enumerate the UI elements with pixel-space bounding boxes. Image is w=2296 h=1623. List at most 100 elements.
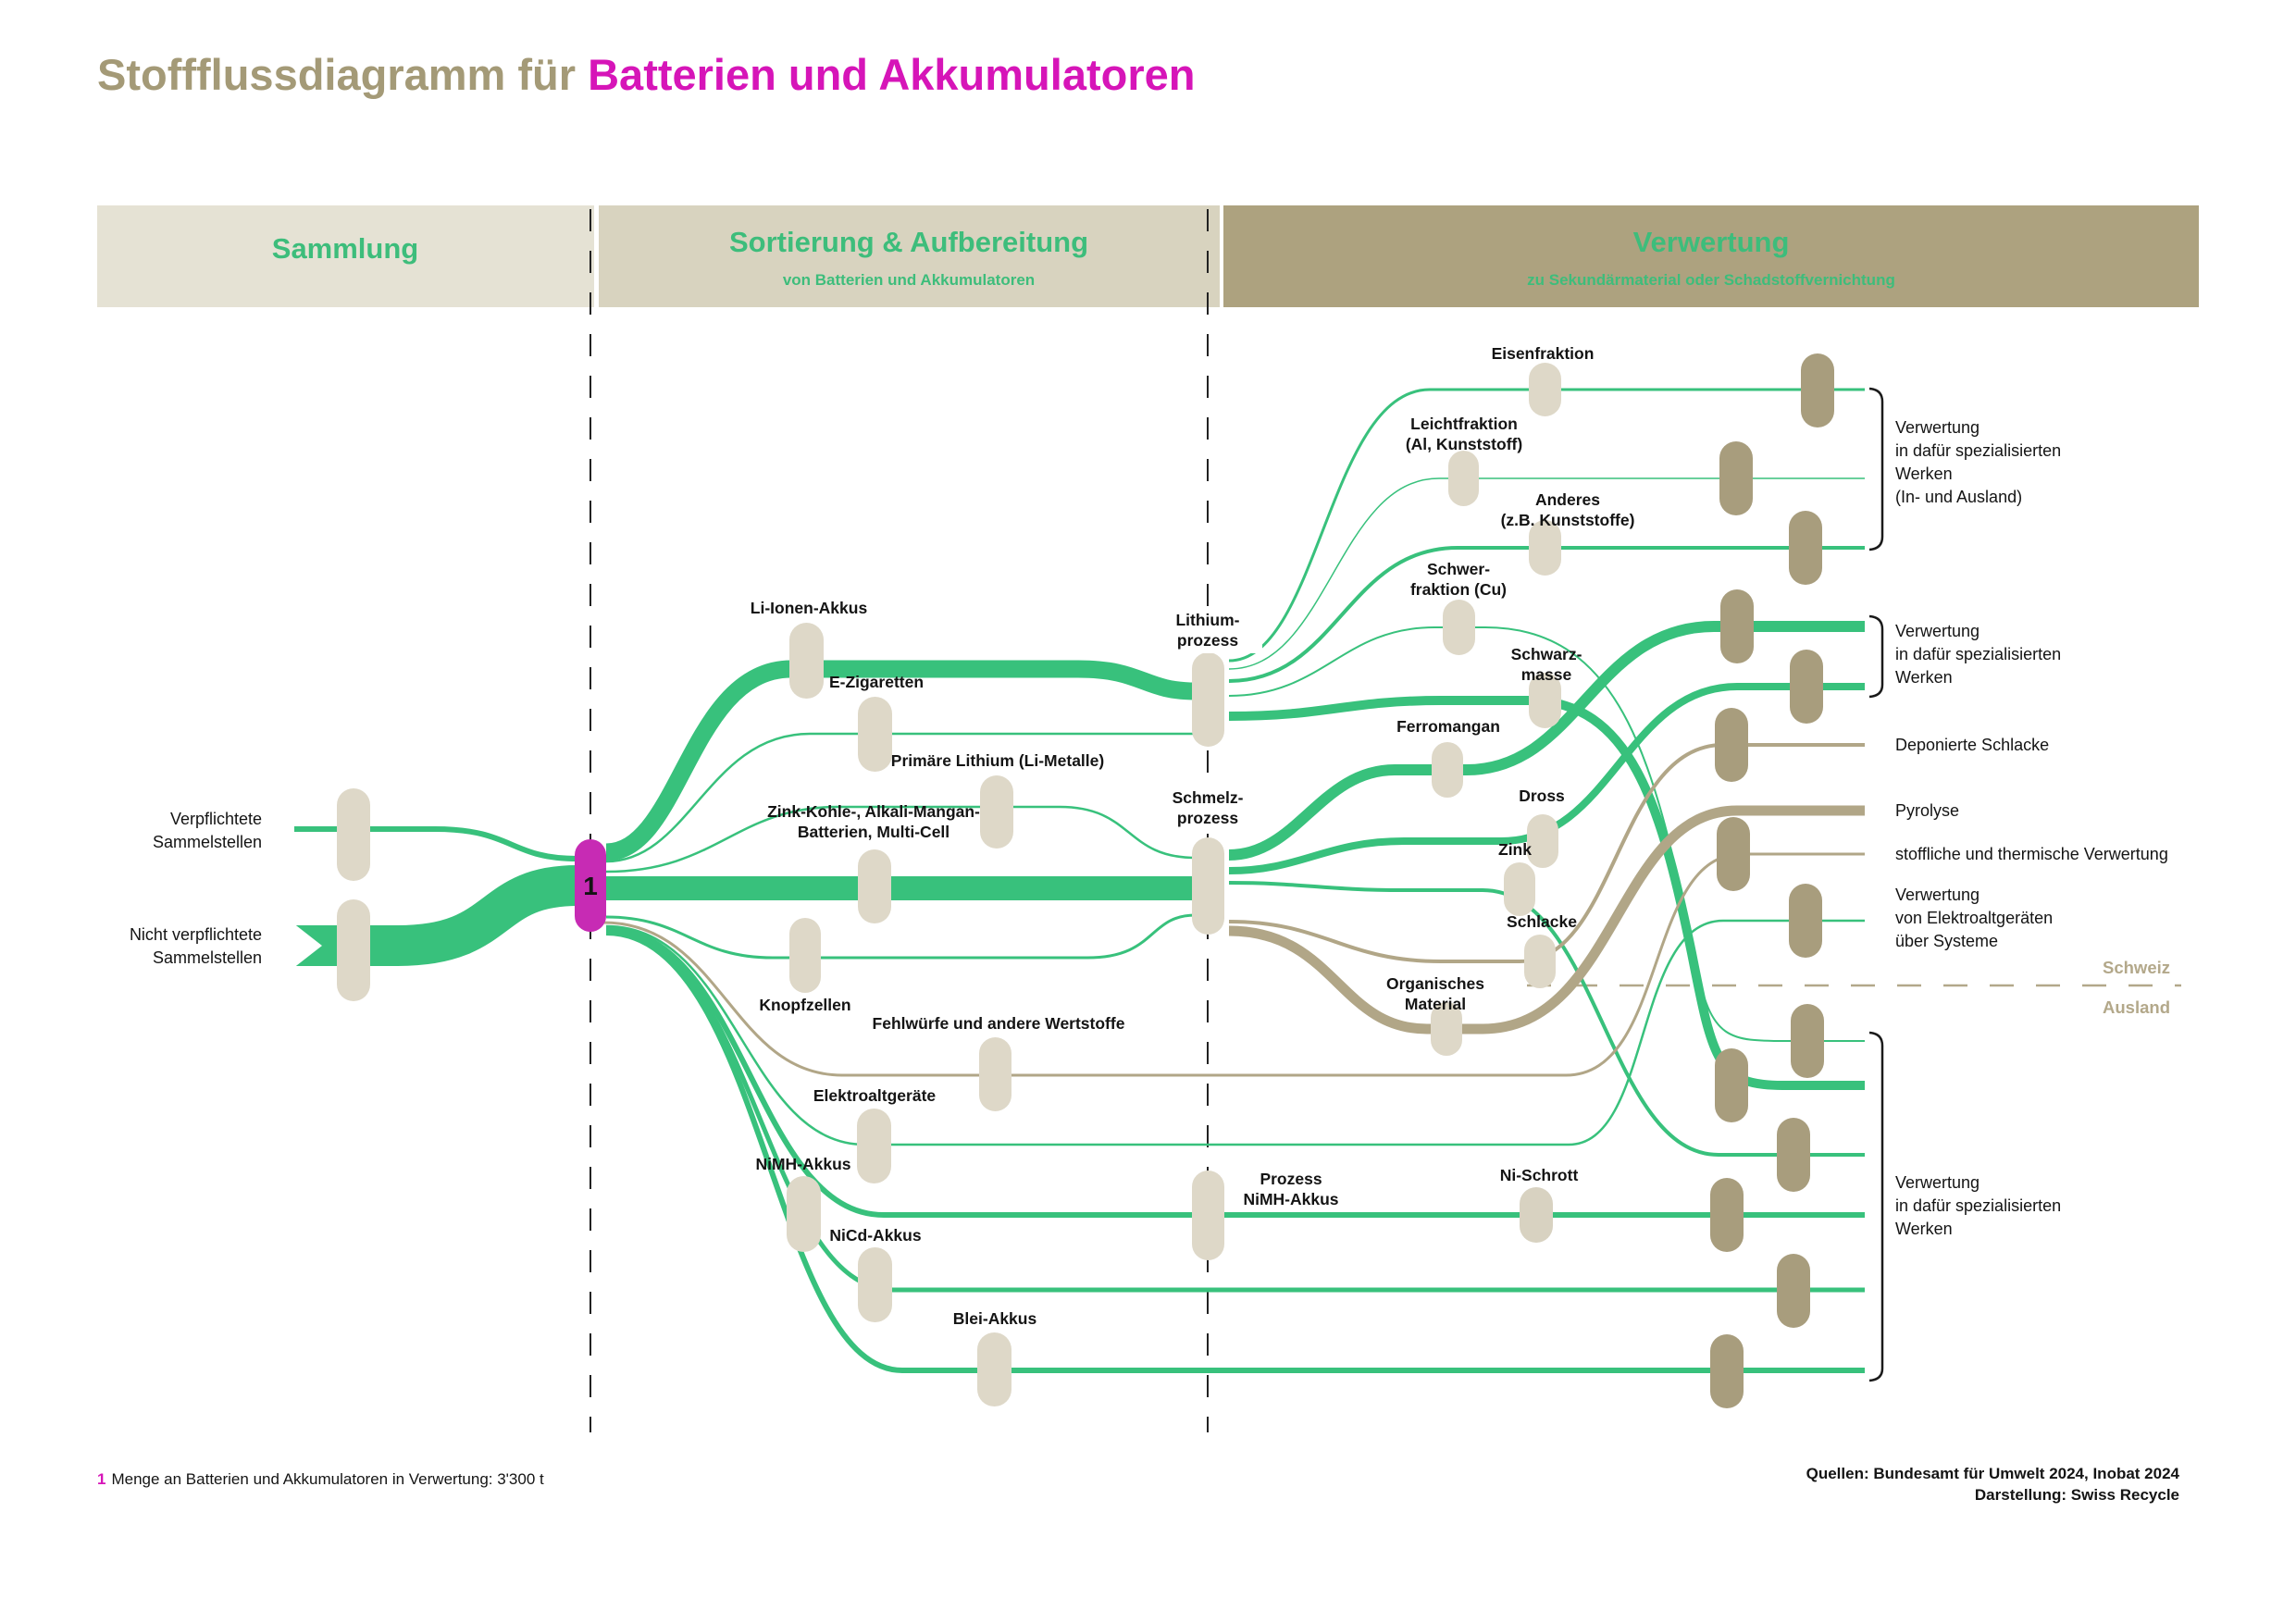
source-verpflichtete-line2: Sammelstellen (153, 833, 262, 851)
flow-ferromangan (1228, 621, 1865, 861)
end-node-nicd (1777, 1254, 1810, 1328)
credits-line2: Darstellung: Swiss Recycle (1975, 1486, 2179, 1504)
stage-title-verwertung: Verwertung (1633, 226, 1790, 258)
label-e-zigaretten: E-Zigaretten (829, 673, 924, 691)
output-werke-unten-line1: Verwertung (1895, 1173, 1980, 1192)
stage-dividers (590, 209, 1209, 1432)
label-dross: Dross (1519, 787, 1565, 805)
page-title: Stoffflussdiagramm für Batterien und Akk… (97, 50, 1195, 99)
end-node-eisenfraktion (1801, 353, 1834, 427)
label-ferromangan: Ferromangan (1396, 717, 1500, 736)
node-1-pill (575, 839, 606, 932)
flow-nicht-verpflichtete (294, 865, 578, 966)
output-deponierte-schlacke: Deponierte Schlacke (1895, 736, 2049, 754)
node-anderes-pill (1529, 520, 1561, 576)
end-node-leichtfraktion (1719, 441, 1753, 515)
label-fehlwuerfe: Fehlwürfe und andere Wertstoffe (873, 1014, 1125, 1033)
node-schwerfraktion-pill (1443, 600, 1475, 655)
end-node-elektroaltgeraete (1789, 884, 1822, 958)
label-schwarzmasse-line1: Schwarz- (1511, 645, 1582, 663)
flow-zink (1228, 881, 1865, 1157)
schmelzprozess-label-bg (1153, 785, 1262, 831)
label-organisch-line1: Organisches (1386, 974, 1484, 993)
flows-green (294, 388, 1865, 1373)
label-lithiumprozess-line1: Lithium- (1175, 611, 1239, 629)
label-schmelzprozess-line1: Schmelz- (1173, 788, 1244, 807)
collection-node-1: 1 (575, 839, 606, 932)
label-anderes-line1: Anderes (1535, 490, 1600, 509)
stage-band-verwertung (1223, 205, 2199, 307)
end-node-blei (1710, 1334, 1744, 1408)
label-primaer-lithium: Primäre Lithium (Li-Metalle) (891, 751, 1104, 770)
label-zink-kohle-line2: Batterien, Multi-Cell (798, 823, 949, 841)
end-node-anderes (1789, 511, 1822, 585)
node-fehlwuerfe-pill (979, 1037, 1011, 1111)
end-node-deponierte-schlacke (1715, 708, 1748, 782)
label-zink: Zink (1498, 840, 1532, 859)
stage-sub-verwertung: zu Sekundärmaterial oder Schadstoffverni… (1527, 271, 1895, 289)
output-stofflich-thermisch: stoffliche und thermische Verwertung (1895, 845, 2168, 863)
output-werke-mitte-line3: Werken (1895, 668, 1953, 687)
node-ferromangan-pill (1432, 742, 1463, 798)
fraction-labels: Eisenfraktion Leichtfraktion (Al, Kunsts… (1386, 344, 1634, 1184)
output-pyrolyse: Pyrolyse (1895, 801, 1959, 820)
stage-title-sammlung: Sammlung (272, 232, 418, 265)
source-labels: Verpflichtete Sammelstellen Nicht verpfl… (130, 810, 262, 967)
flow-nimh (605, 926, 1865, 1218)
output-labels: Verwertung in dafür spezialisierten Werk… (1895, 418, 2168, 1238)
node-ni-schrott-pill (1520, 1187, 1553, 1243)
source-verpflichtete-line1: Verpflichtete (170, 810, 262, 828)
node-e-zigaretten-pill (858, 697, 892, 772)
node-1-label: 1 (583, 872, 598, 900)
region-ausland: Ausland (2103, 997, 2170, 1017)
node-nimh-pill (787, 1176, 821, 1252)
output-verwertung-elektro-line3: über Systeme (1895, 932, 1998, 950)
node-schlacke-pill (1524, 935, 1556, 988)
node-primaer-lithium-pill (980, 775, 1013, 849)
stage-header-bands: Sammlung Sortierung & Aufbereitung von B… (97, 205, 2199, 307)
end-node-schwarzmasse (1715, 1048, 1748, 1122)
end-node-schwerfraktion (1791, 1004, 1824, 1078)
end-node-nimh (1710, 1178, 1744, 1252)
node-zink-kohle-pill (858, 849, 891, 923)
label-nimh: NiMH-Akkus (755, 1155, 850, 1173)
label-ni-schrott: Ni-Schrott (1500, 1166, 1579, 1184)
source-nicht-verpflichtete-line1: Nicht verpflichtete (130, 925, 262, 944)
label-organisch-line2: Material (1405, 995, 1466, 1013)
label-knopfzellen: Knopfzellen (759, 996, 850, 1014)
label-eisenfraktion: Eisenfraktion (1492, 344, 1595, 363)
end-node-dross (1790, 650, 1823, 724)
label-elektroaltgeraete: Elektroaltgeräte (813, 1086, 937, 1105)
node-nicht-verpflichtete-pill (337, 899, 370, 1001)
label-schwarzmasse-line2: masse (1521, 665, 1572, 684)
label-schwerfraktion-line1: Schwer- (1427, 560, 1490, 578)
output-werke-ia-line1: Verwertung (1895, 418, 1980, 437)
output-werke-unten-line3: Werken (1895, 1220, 1953, 1238)
output-werke-ia-line2: in dafür spezialisierten (1895, 441, 2061, 460)
label-zink-kohle-line1: Zink-Kohle-, Alkali-Mangan- (767, 802, 980, 821)
stage-title-sortierung: Sortierung & Aufbereitung (729, 226, 1088, 258)
end-node-ferromangan (1720, 589, 1754, 663)
flow-schwarzmasse (1228, 696, 1865, 1090)
label-schlacke: Schlacke (1507, 912, 1577, 931)
node-nicd-pill (858, 1247, 892, 1322)
process-labels: Lithium- prozess Schmelz- prozess Prozes… (1173, 611, 1339, 1208)
stage-band-sortierung (599, 205, 1220, 307)
output-brackets (1868, 387, 1884, 1382)
label-leichtfraktion-line1: Leichtfraktion (1410, 415, 1518, 433)
output-verwertung-elektro-line1: Verwertung (1895, 886, 1980, 904)
node-blei-pill (977, 1332, 1011, 1406)
output-werke-mitte-line1: Verwertung (1895, 622, 1980, 640)
label-leichtfraktion-line2: (Al, Kunststoff) (1406, 435, 1522, 453)
flow-fehlwuerfe (602, 852, 1865, 1077)
node-leichtfraktion-pill (1448, 451, 1479, 506)
label-nicd: NiCd-Akkus (829, 1226, 921, 1245)
output-werke-ia-line3: Werken (1895, 465, 1953, 483)
flow-eisenfraktion (1228, 388, 1865, 663)
output-verwertung-elektro-line2: von Elektroaltgeräten (1895, 909, 2053, 927)
label-li-ionen: Li-Ionen-Akkus (751, 599, 868, 617)
bracket-werke-mitte (1868, 614, 1884, 699)
node-prozess-nimh-pill (1192, 1171, 1224, 1260)
